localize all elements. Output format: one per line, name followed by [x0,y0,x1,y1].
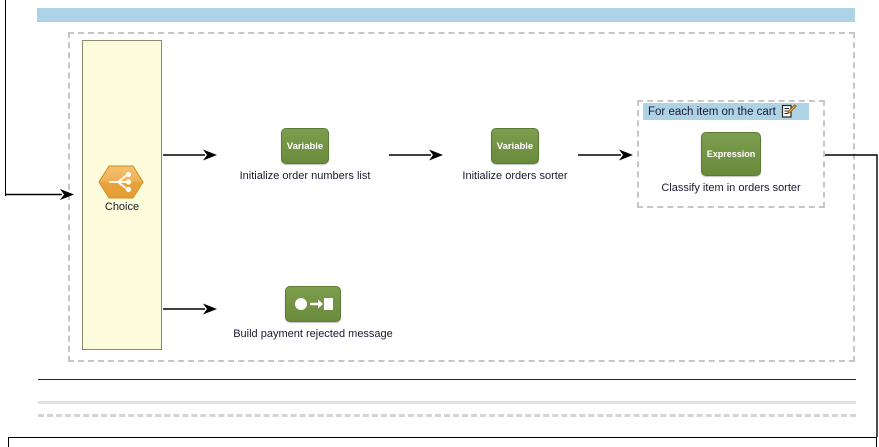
choice-node[interactable]: Choice [98,165,146,217]
expression-chip-icon[interactable]: Expression [701,132,761,176]
flow-separator-dashed [38,414,856,417]
variable-chip-icon[interactable]: Variable [281,128,329,164]
node-label: Build payment rejected message [233,328,393,340]
node-initialize-orders-sorter[interactable]: Variable Initialize orders sorter [446,128,584,183]
transform-glyph [295,298,333,310]
choice-node-label: Choice [104,201,140,213]
connector-into-choice [5,189,74,200]
transform-circle-arrow-square-icon[interactable] [285,286,341,322]
flow-separator-blue [38,379,856,380]
node-label: Classify item in orders sorter [661,182,801,194]
node-build-payment-rejected-message[interactable]: Build payment rejected message [225,286,401,341]
bottom-detail-panel[interactable] [8,437,877,447]
flow-separator-grey [38,401,856,404]
node-classify-item-in-orders-sorter[interactable]: Expression Classify item in orders sorte… [646,132,816,195]
canvas-left-border [5,0,6,196]
flow-scope-bar[interactable] [37,8,855,22]
choice-hexagon-icon [98,165,144,199]
node-initialize-order-numbers-list[interactable]: Variable Initialize order numbers list [225,128,385,183]
node-label: Initialize orders sorter [462,170,568,182]
variable-chip-icon[interactable]: Variable [491,128,539,164]
edit-document-pencil-icon[interactable] [781,104,797,119]
foreach-loop-title: For each item on the cart [648,105,776,118]
node-label: Initialize order numbers list [239,170,371,182]
choice-routing-panel[interactable] [82,40,162,350]
foreach-loop-header[interactable]: For each item on the cart [643,103,809,120]
